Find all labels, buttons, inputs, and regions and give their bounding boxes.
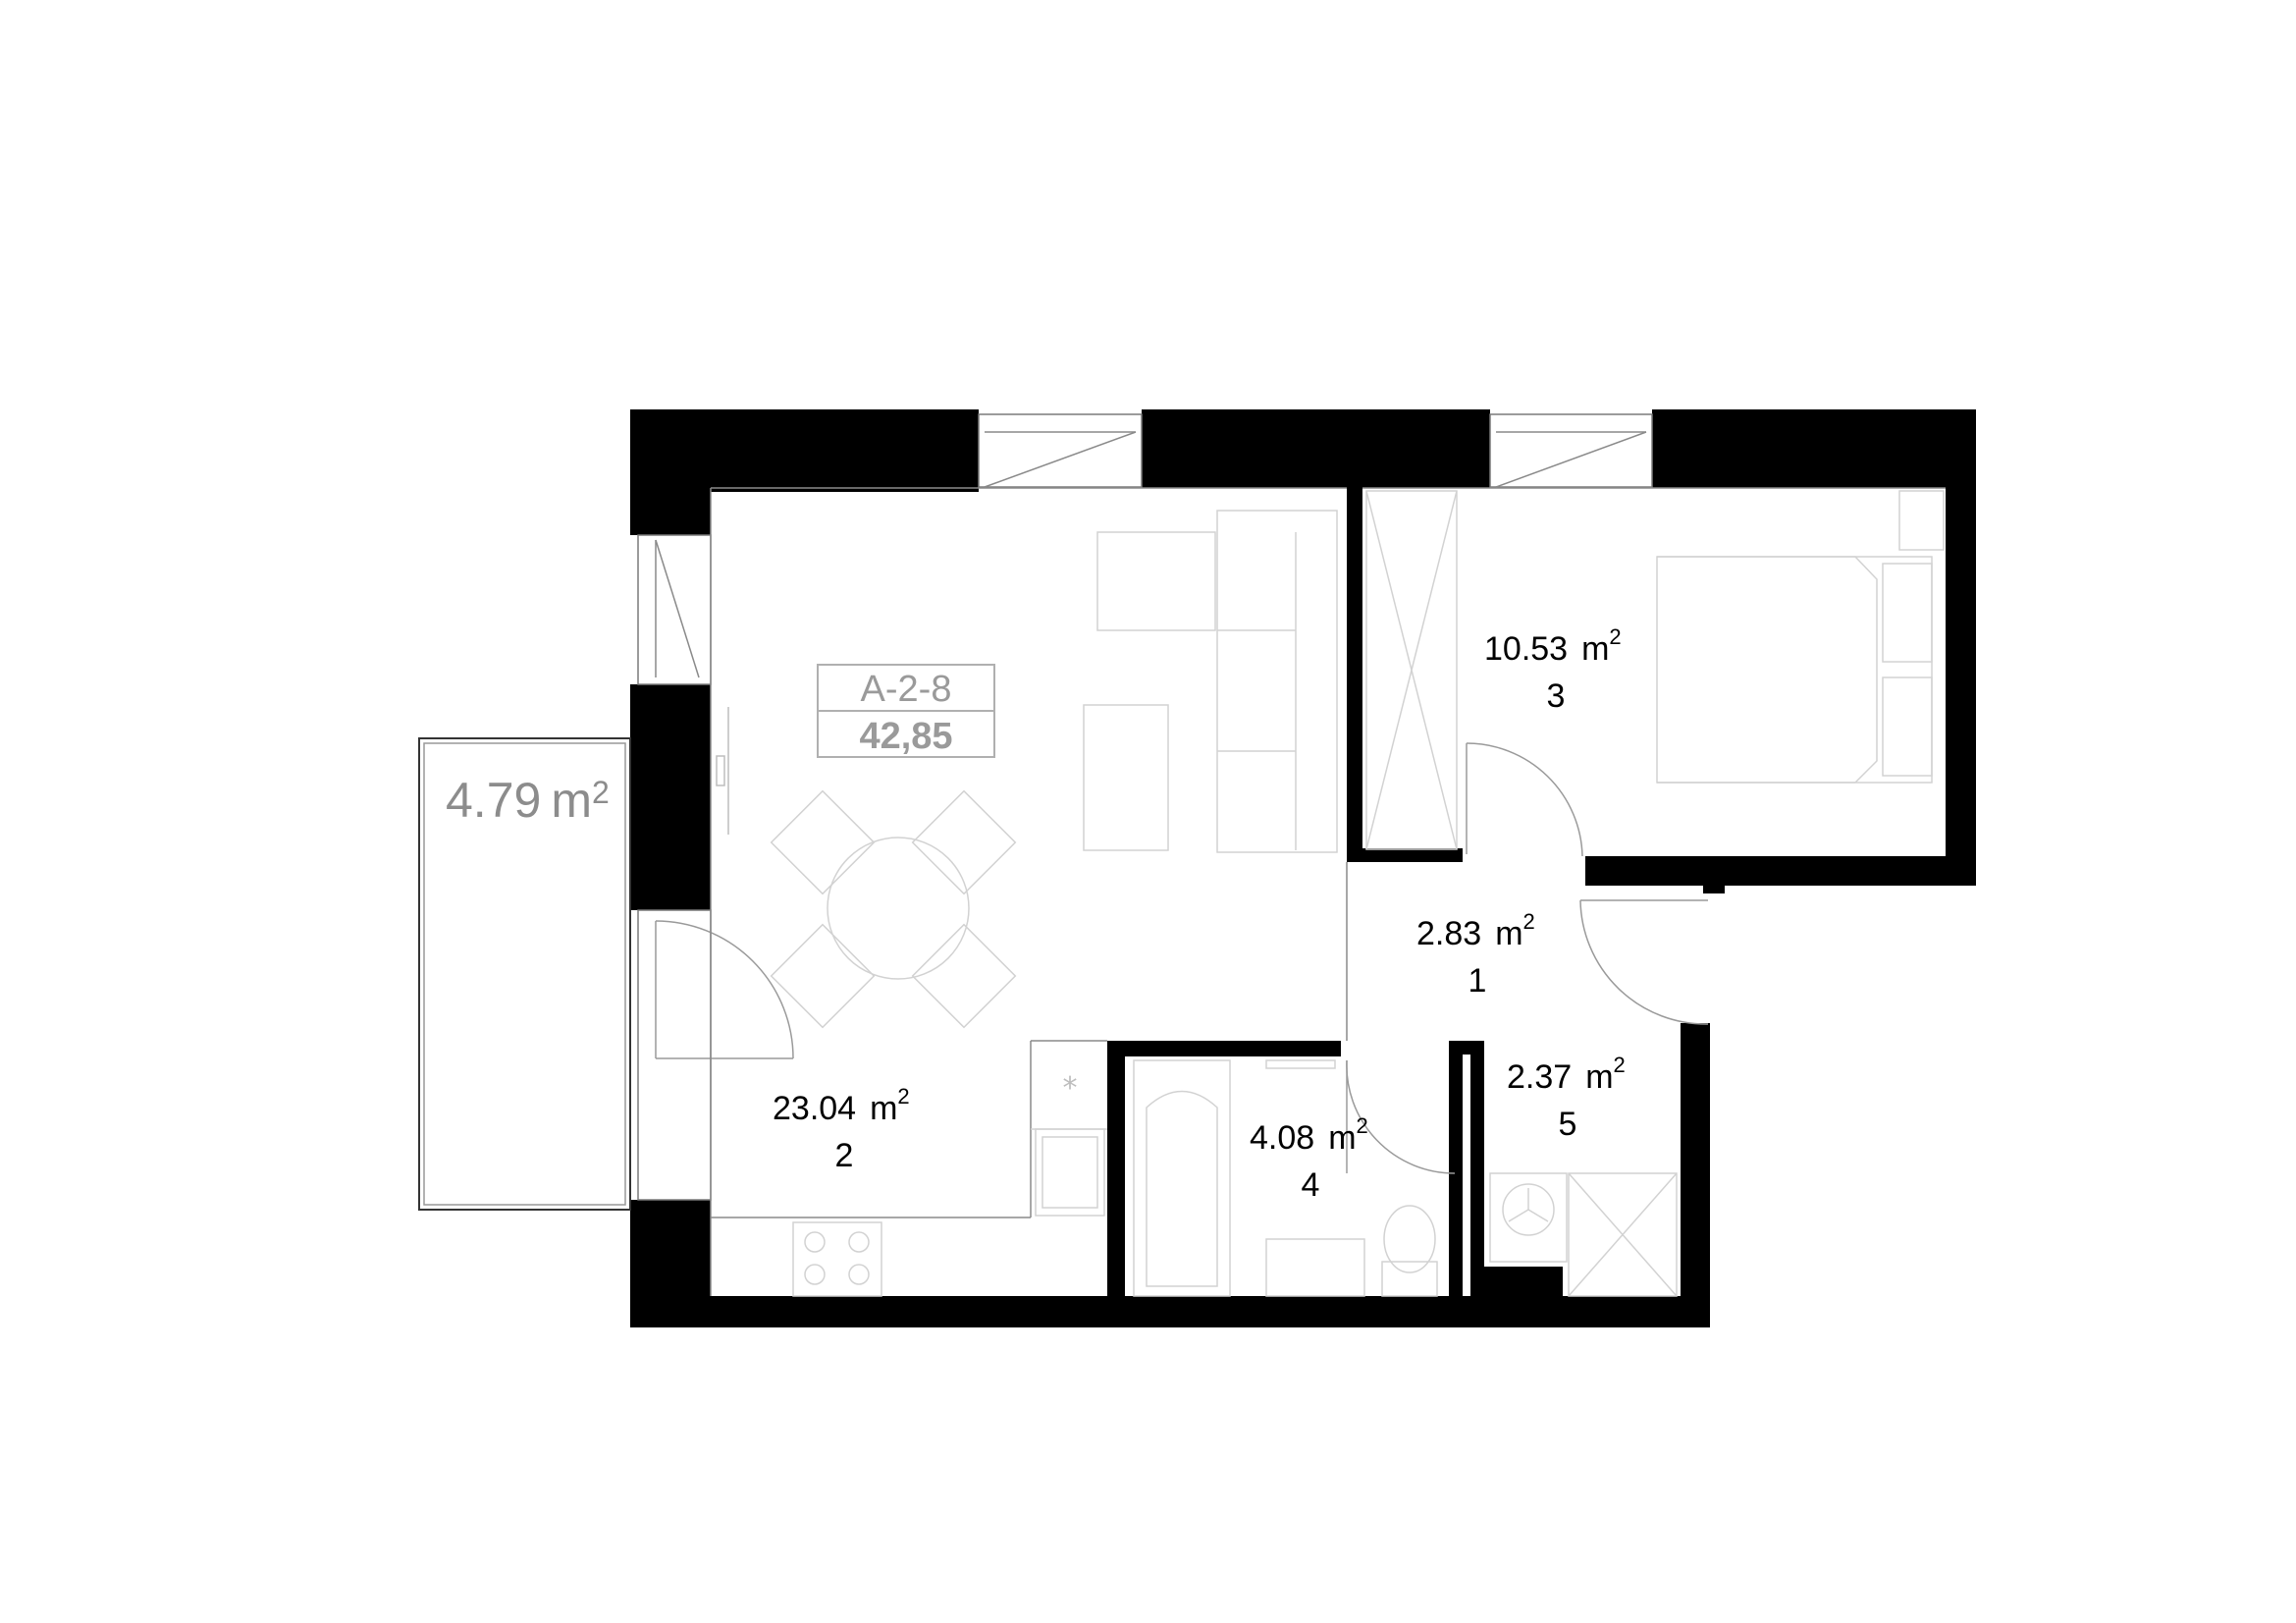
tv-stand (716, 755, 725, 786)
pillow-1 (1882, 563, 1933, 663)
wall-top-right (1652, 409, 1976, 488)
door-arc-entrance (1579, 899, 1709, 1025)
room-1-number: 1 (1468, 962, 1487, 1000)
wardrobe (1365, 490, 1458, 850)
room-4-area: 4.08 m2 (1250, 1113, 1368, 1157)
room-1-area-value: 2.83 (1416, 915, 1481, 952)
wall-bath-top (1107, 1041, 1341, 1056)
room-3-area: 10.53 m2 (1484, 624, 1622, 668)
wall-bedroom-bottom (1585, 856, 1976, 886)
room-5-area-unit: m (1585, 1058, 1613, 1096)
room-2-area-value: 23.04 (773, 1090, 856, 1127)
fridge-icon: * (1063, 1071, 1078, 1106)
windows (637, 413, 1653, 1201)
chair-2 (911, 789, 1017, 895)
apartment-total-area: 42,85 (859, 716, 952, 757)
room-5-area: 2.37 m2 (1507, 1053, 1626, 1096)
room-3-area-value: 10.53 (1484, 630, 1568, 668)
furniture-bathroom (1133, 1059, 1438, 1297)
wall-shaft (1484, 1267, 1563, 1306)
chair-1 (770, 789, 876, 895)
room-4-area-value: 4.08 (1250, 1119, 1314, 1157)
coffee-table (1083, 704, 1169, 851)
room-5-area-value: 2.37 (1507, 1058, 1572, 1096)
balcony-door-frame (637, 909, 712, 1201)
door-arc-bedroom (1466, 742, 1583, 857)
wardrobe-2 (1898, 490, 1945, 551)
balcony-railing (423, 742, 626, 1206)
door-arc-bathroom (1346, 1059, 1456, 1174)
wall-right-lower (1681, 1023, 1710, 1327)
room-1-area-unit: m (1495, 915, 1522, 952)
balcony-area-unit: m (551, 773, 592, 828)
window-top-right (1489, 413, 1653, 488)
room-4-area-unit: m (1328, 1119, 1356, 1157)
room-2-area-unit: m (870, 1090, 897, 1127)
apartment-label: A-2-8 42,85 (817, 664, 995, 758)
furniture-living: * (716, 510, 1338, 1297)
bath-shelf (1265, 1059, 1336, 1069)
wall-wardrobe-bottom (1347, 848, 1463, 862)
sofa (1216, 510, 1338, 853)
room-5-number: 5 (1559, 1106, 1577, 1143)
bed-blanket (1657, 556, 1878, 784)
wall-left-middle (630, 684, 711, 910)
interior-lines (710, 487, 1946, 1296)
room-1-area: 2.83 m2 (1416, 909, 1535, 952)
room-2-number: 2 (835, 1137, 854, 1174)
stove (792, 1221, 882, 1297)
shower (1568, 1172, 1678, 1297)
furniture-wc (1489, 1172, 1678, 1297)
room-4-area-exp: 2 (1357, 1113, 1368, 1138)
furniture-bedroom (1365, 490, 1945, 850)
door-arc-balcony (655, 920, 794, 1059)
sink (1035, 1128, 1105, 1217)
room-3-area-unit: m (1581, 630, 1609, 668)
balcony-outline (418, 737, 631, 1211)
washing-machine (1489, 1172, 1568, 1263)
wall-interior-bedroom (1347, 488, 1362, 861)
wall-bath-left (1107, 1041, 1125, 1306)
toilet (1381, 1261, 1438, 1297)
apartment-code: A-2-8 (861, 669, 952, 710)
chair-4 (911, 923, 1017, 1029)
wall-bedroom-stub (1703, 872, 1725, 893)
doors (655, 742, 1709, 1174)
bathtub (1133, 1059, 1231, 1297)
pillow-2 (1882, 676, 1933, 777)
walls (630, 409, 1976, 1327)
balcony-area-value: 4.79 (446, 773, 541, 828)
chair-3 (770, 923, 876, 1029)
room-1-area-exp: 2 (1523, 909, 1535, 934)
wall-top-middle (1142, 409, 1490, 488)
room-5-area-exp: 2 (1614, 1053, 1626, 1077)
wall-wc-left (1470, 1041, 1484, 1306)
bed (1656, 556, 1933, 784)
room-3-area-exp: 2 (1609, 624, 1621, 649)
room-2-area-exp: 2 (897, 1084, 909, 1109)
balcony-area-exp: 2 (592, 775, 610, 810)
window-left-top (637, 534, 712, 685)
washbasin (1265, 1238, 1365, 1297)
sofa-back (1096, 531, 1216, 631)
dining-table (827, 837, 970, 980)
room-4-number: 4 (1302, 1166, 1320, 1204)
wall-right-bedroom (1946, 409, 1976, 886)
room-2-area: 23.04 m2 (773, 1084, 910, 1127)
wall-right-connector (1693, 1023, 1710, 1035)
wall-bath-right (1449, 1041, 1463, 1306)
wall-left-top (630, 409, 711, 535)
room-3-number: 3 (1547, 677, 1566, 715)
window-top-left (978, 413, 1143, 488)
